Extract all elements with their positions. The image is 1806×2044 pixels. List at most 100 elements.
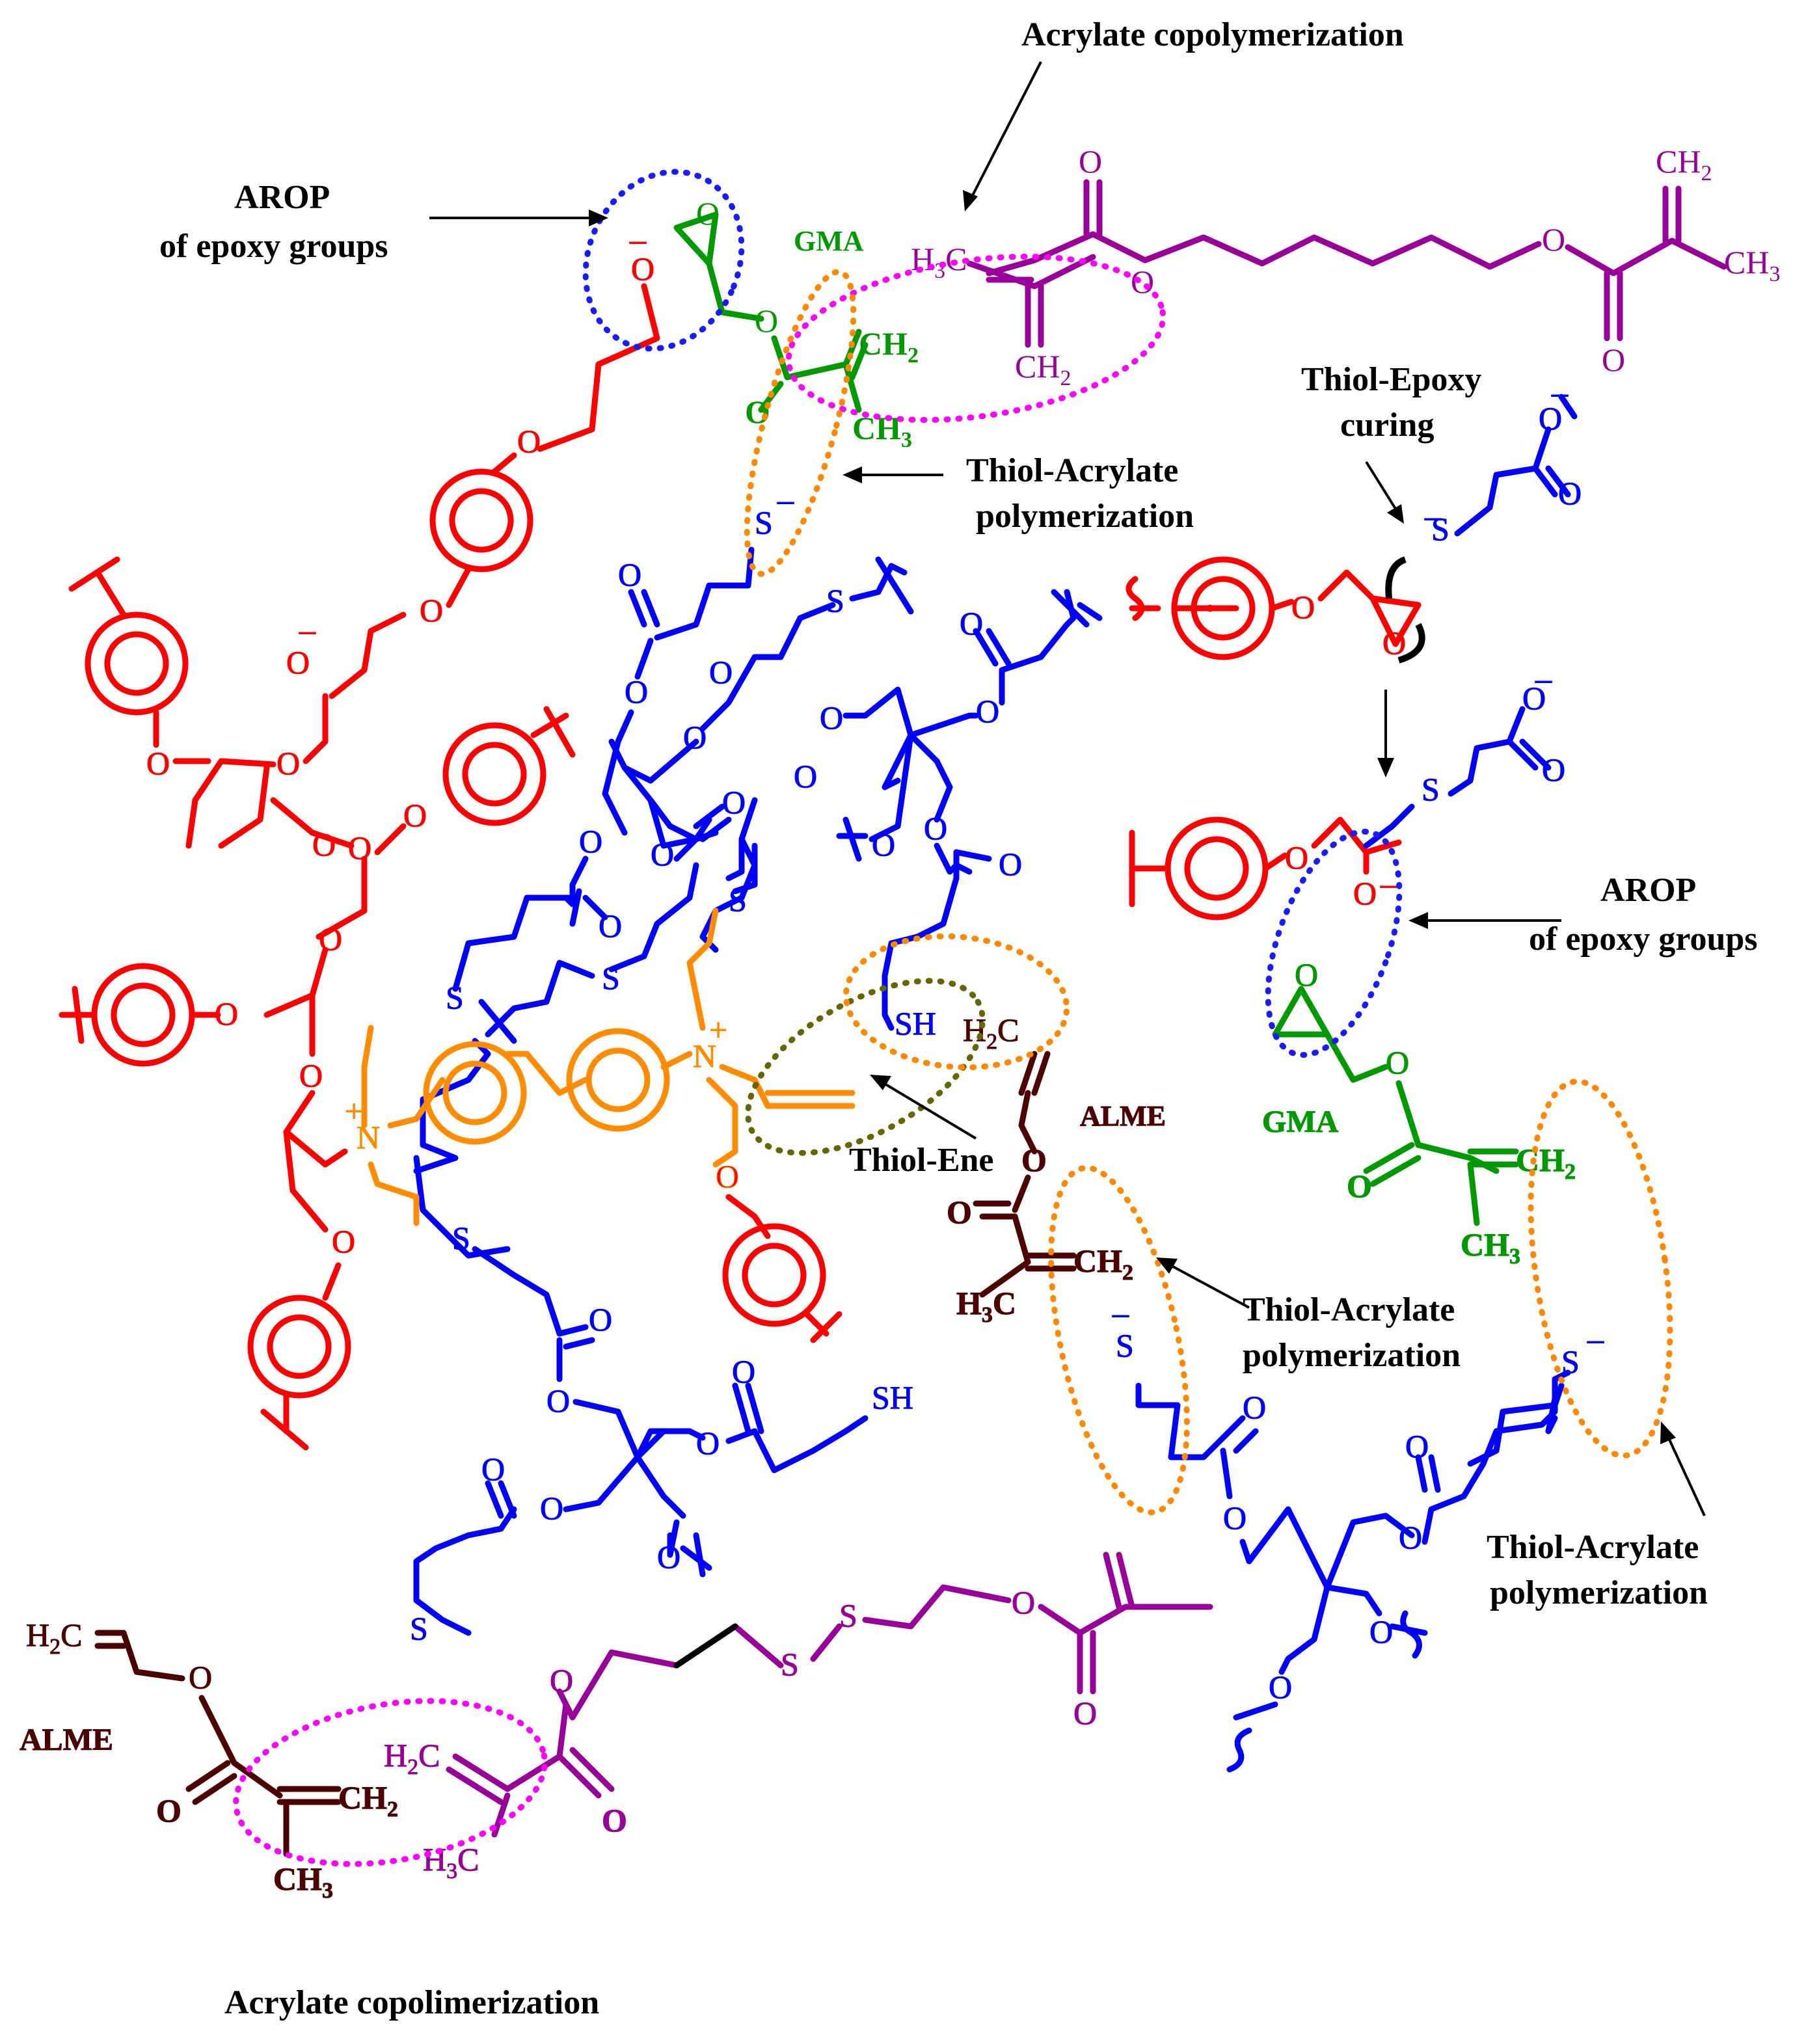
atom-o: O <box>1602 342 1625 378</box>
highlight-ellipses <box>233 168 1673 1867</box>
atom-o: O <box>1369 1613 1393 1650</box>
atom-o: O <box>286 644 310 680</box>
thiol-network-center: S – O O O O S O O O O S S O S <box>410 374 1605 1773</box>
arrow-thiol-epoxy <box>1365 461 1400 515</box>
atom-o: O <box>1386 1044 1409 1081</box>
atom-o: O <box>618 556 641 593</box>
gma-label-right: GMA <box>1262 1105 1339 1139</box>
alme-label-mid: ALME <box>1080 1100 1166 1132</box>
atom-ch3: CH3 <box>273 1861 333 1903</box>
atom-o: O <box>1073 1695 1097 1731</box>
atom-o: O <box>1347 1168 1372 1204</box>
atom-o: O <box>631 250 654 287</box>
label-thiol-acrylate-top-2: polymerization <box>976 498 1194 535</box>
atom-o: O <box>146 745 170 781</box>
atom-s: S <box>839 1597 857 1634</box>
atom-o: O <box>745 394 770 430</box>
atom-o: O <box>732 1353 755 1390</box>
atom-o: O <box>924 810 947 846</box>
atom-o: O <box>332 1223 355 1259</box>
atom-o: O <box>540 1490 563 1526</box>
charge-plus: + <box>345 1093 363 1129</box>
atom-o: O <box>1382 625 1406 661</box>
atom-o: O <box>960 605 983 641</box>
atom-ch2: CH2 <box>1015 348 1071 390</box>
atom-o: O <box>716 1158 739 1194</box>
atom-o: O <box>820 699 843 736</box>
atom-o: O <box>602 1802 627 1838</box>
label-acrylate-copolimerization-bottom: Acrylate copolimerization <box>224 1984 599 2021</box>
charge-minus: – <box>1535 660 1552 697</box>
atom-s: S <box>826 582 844 619</box>
atom-o: O <box>403 797 427 833</box>
label-thiol-epoxy-1: Thiol-Epoxy <box>1301 361 1481 398</box>
atom-n: N <box>693 1038 716 1074</box>
atom-o: O <box>999 846 1022 882</box>
atom-o: O <box>546 1382 570 1419</box>
arrow-thiol-ene <box>877 1079 977 1140</box>
atom-o: O <box>1353 875 1377 911</box>
atom-o: O <box>1131 263 1154 300</box>
atom-ch2: CH2 <box>1516 1142 1576 1184</box>
atom-o: O <box>755 303 778 339</box>
charge-minus: – <box>299 612 316 648</box>
atom-ch2: CH2 <box>1656 143 1712 185</box>
atom-o: O <box>1558 475 1582 511</box>
atom-s: S <box>1116 1327 1134 1364</box>
atom-ch3: CH3 <box>852 410 912 452</box>
atom-o: O <box>550 1662 573 1699</box>
atom-o: O <box>1522 680 1546 716</box>
atom-s: S <box>446 979 464 1015</box>
atom-o: O <box>1243 1389 1266 1425</box>
label-thiol-acrylate-mid-1: Thiol-Acrylate <box>1243 1291 1455 1328</box>
dimethacrylate-top: O O O O CH2 CH3 H3C CH2 <box>911 143 1780 390</box>
charge-minus: – <box>1587 1321 1604 1357</box>
atom-ch2: CH2 <box>338 1779 398 1822</box>
atom-o: O <box>156 1792 182 1829</box>
atom-s: S <box>602 960 620 996</box>
atom-o: O <box>872 826 895 863</box>
atom-o: O <box>1542 751 1565 788</box>
charge-minus: – <box>629 221 647 258</box>
label-arop-left-2: of epoxy groups <box>159 228 388 265</box>
atom-o: O <box>696 195 720 232</box>
atom-o: O <box>276 745 300 781</box>
atom-s: S <box>1561 1343 1580 1380</box>
atom-o: O <box>696 1425 720 1461</box>
atom-o: O <box>312 826 336 863</box>
atom-o: O <box>1285 839 1308 876</box>
label-thiol-acrylate-top-1: Thiol-Acrylate <box>966 452 1178 489</box>
atom-s: S <box>452 1220 470 1256</box>
atom-s: S <box>1422 771 1440 807</box>
label-arop-left-1: AROP <box>234 179 330 216</box>
atom-o: O <box>625 673 648 710</box>
atom-h3c: H3C <box>956 1285 1016 1327</box>
charge-minus: – <box>1380 865 1397 902</box>
epoxy-network-left: O – O O O – O O O O O O O O <box>59 221 1422 1451</box>
atom-o: O <box>299 1057 323 1094</box>
atom-h3c: H3C <box>911 241 967 283</box>
atom-ch2: CH2 <box>1073 1243 1133 1285</box>
atom-o: O <box>1539 400 1562 437</box>
atom-o: O <box>1012 1584 1035 1620</box>
atom-o: O <box>589 1301 612 1338</box>
atom-o: O <box>599 908 622 944</box>
disulfide-dimethacrylate: S S O O O O H2C H3C <box>384 1552 1213 1884</box>
alme-label-bottom: ALME <box>20 1723 113 1757</box>
atom-o: O <box>722 784 746 820</box>
atom-s: S <box>410 1610 428 1647</box>
atom-s: S <box>1431 511 1449 547</box>
atom-o: O <box>1269 1669 1292 1705</box>
charge-minus: – <box>1424 498 1442 534</box>
atom-ch2: CH2 <box>859 325 919 368</box>
label-thiol-acrylate-mid-2: polymerization <box>1243 1337 1461 1374</box>
atom-o: O <box>1079 143 1102 180</box>
atom-ch3: CH3 <box>1461 1226 1520 1269</box>
atom-o: O <box>709 654 733 690</box>
arrow-acrylate-top <box>968 61 1042 202</box>
atom-s: S <box>755 504 773 541</box>
charge-minus: – <box>1112 1295 1129 1331</box>
atom-ch3: CH3 <box>1724 244 1780 286</box>
atom-o: O <box>348 829 371 866</box>
